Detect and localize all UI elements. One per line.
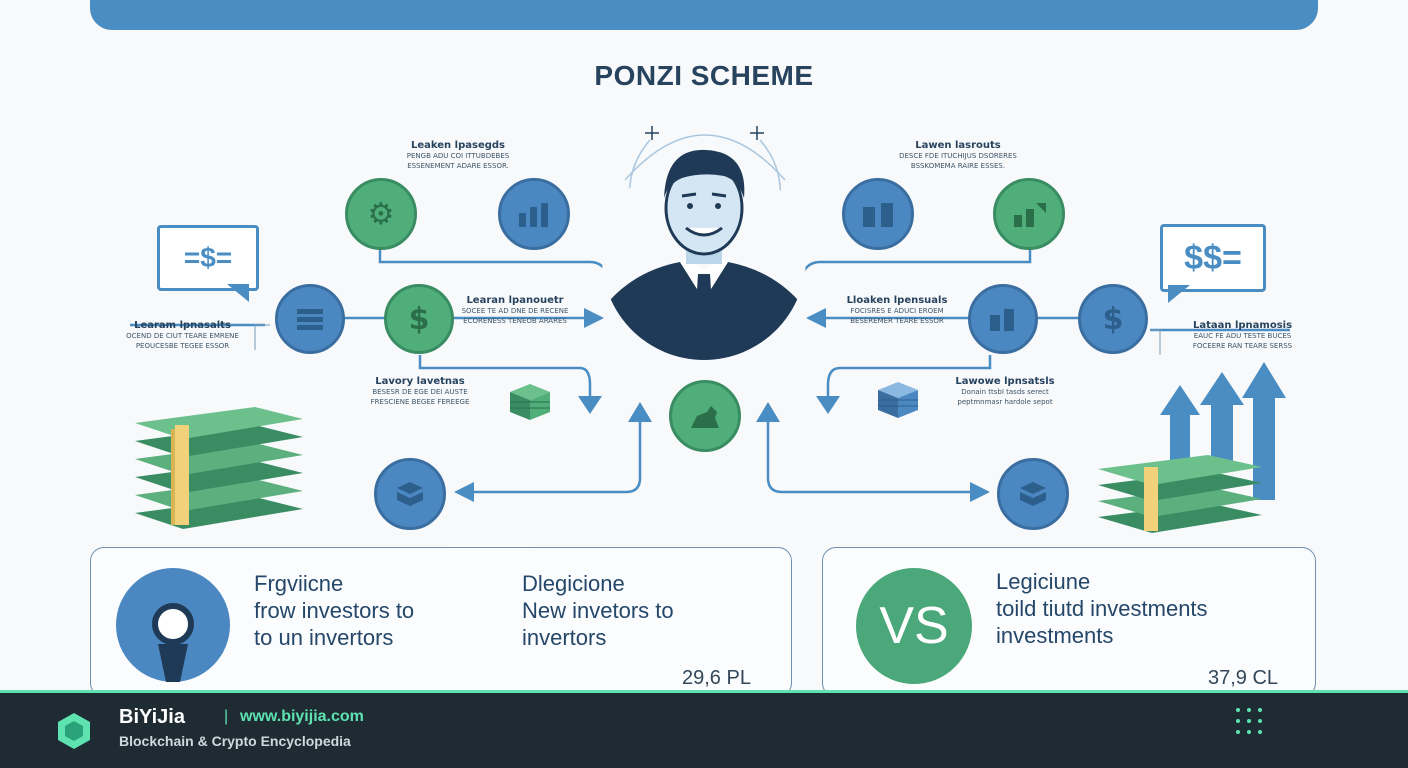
footer-accent-line — [0, 690, 1408, 693]
card-left-number: 29,6 PL — [682, 667, 751, 689]
person-icon — [691, 406, 719, 428]
chart-node — [842, 178, 914, 250]
label-heading: Learan lpanouetr — [466, 295, 564, 306]
gear-node: ⚙ — [345, 178, 417, 250]
chart-node — [968, 284, 1038, 354]
label-far-left: Learam lpnasalts OCEND DE CIUT TEARE EMR… — [110, 320, 255, 351]
dollar-node: $ — [1078, 284, 1148, 354]
label-heading: Learam lpnasalts — [134, 320, 231, 331]
card-left-text: Frgviicne frow investors to to un invert… — [254, 571, 415, 650]
label-heading: Lloaken lpensuals — [846, 295, 948, 306]
label-line: OCEND DE CIUT TEARE EMRENE — [126, 332, 239, 340]
label-heading: Lataan lpnamosis — [1192, 320, 1293, 331]
dollar-icon: $ — [1102, 301, 1124, 337]
label-low-left: Lavory lavetnas BESESR DE EGE DEI AUSTE … — [350, 376, 490, 407]
chart-node — [498, 178, 570, 250]
label-heading: Lavory lavetnas — [375, 376, 465, 387]
label-line: DESCE FDE ITUCHIJUS DSORERES — [899, 152, 1017, 160]
grid-dots-icon[interactable] — [1236, 708, 1264, 736]
chart-icon — [863, 203, 893, 227]
dollar-speech-bubble: =$= — [157, 225, 259, 291]
cube-icon — [510, 384, 550, 420]
label-line: BESEREMER TEARE ESSOR — [850, 317, 944, 325]
label-line: ECORENESS TENEOB ARARES — [463, 317, 567, 325]
label-heading: Lawen lasrouts — [915, 140, 1001, 151]
center-node — [669, 380, 741, 452]
chart-icon — [1014, 203, 1046, 227]
label-line: BSSKOMEMA RAIRE ESSES. — [910, 162, 1006, 170]
footer-url-link[interactable]: www.biyijia.com — [240, 708, 364, 725]
bubble-tail — [1168, 285, 1190, 303]
database-icon — [1020, 482, 1046, 506]
label-line: Donain ttsbI tasds serect — [961, 388, 1049, 396]
label-mid-left: Learan lpanouetr SOCEE TE AD DNE DE RECE… — [440, 295, 590, 326]
vs-badge: VS — [856, 568, 972, 684]
chart-icon — [519, 203, 548, 227]
card-right-number: 37,9 CL — [1208, 667, 1279, 689]
database-node — [997, 458, 1069, 530]
top-banner — [90, 0, 1318, 30]
label-line: peptmnmasr hardole sepot — [957, 398, 1053, 406]
label-line: EAUC FE ADU TESTE BUCES — [1193, 332, 1292, 340]
cash-stack-icon — [135, 407, 303, 529]
brand-logo-icon — [58, 713, 90, 749]
label-heading: Lawowe lpnsatsls — [955, 376, 1055, 387]
dollar-icon: $ — [408, 301, 430, 337]
label-line: FRESCIENE BEGEE FEREEGE — [370, 398, 470, 406]
map-pin-icon — [116, 568, 230, 682]
label-heading: Leaken lpasegds — [410, 140, 505, 151]
chart-icon — [990, 309, 1014, 331]
label-top-right: Lawen lasrouts DESCE FDE ITUCHIJUS DSORE… — [878, 140, 1038, 171]
label-line: SOCEE TE AD DNE DE RECENE — [461, 307, 569, 315]
label-mid-right: Lloaken lpensuals FOCISRES E ADUCI EROEM… — [822, 295, 972, 326]
label-low-right: Lawowe lpnsatsls Donain ttsbI tasds sere… — [935, 376, 1075, 407]
card-right-text: Legiciune toild tiutd investments invest… — [996, 569, 1208, 648]
database-icon — [397, 482, 423, 506]
footer-bar — [0, 690, 1408, 768]
bubble-text: =$= — [183, 242, 233, 273]
bubble-tail — [227, 284, 249, 302]
label-line: PENGB ADU COI ITTUBDEBES — [406, 152, 510, 160]
label-line: BESESR DE EGE DEI AUSTE — [372, 388, 468, 396]
person-icon — [602, 149, 806, 360]
vs-badge-text: VS — [879, 597, 949, 655]
database-node — [374, 458, 446, 530]
dollar-speech-bubble: $$= — [1160, 224, 1266, 292]
chart-node — [993, 178, 1065, 250]
dollar-node: $ — [384, 284, 454, 354]
database-node — [275, 284, 345, 354]
database-icon — [297, 309, 323, 330]
cash-stack-icon — [1098, 455, 1262, 533]
brand-name: BiYiJia — [119, 706, 185, 728]
label-line: FOCEERE RAN TEARE SERSS — [1192, 342, 1293, 350]
gear-icon: ⚙ — [367, 196, 395, 232]
page-title: PONZI SCHEME — [594, 60, 814, 91]
footer-separator: | — [224, 708, 229, 725]
label-top-left: Leaken lpasegds PENGB ADU COI ITTUBDEBES… — [378, 140, 538, 171]
cube-icon — [878, 382, 918, 418]
label-line: PEOUCESBE TEGEE ESSOR — [135, 342, 230, 350]
bubble-text: $$= — [1184, 238, 1242, 277]
brand-subtitle: Blockchain & Crypto Encyclopedia — [119, 733, 351, 749]
label-far-right: Lataan lpnamosis EAUC FE ADU TESTE BUCES… — [1170, 320, 1315, 351]
card-middle-text: Dlegicione New invetors to invertors — [522, 571, 674, 650]
label-line: ESSENEMENT ADARE ESSOR. — [407, 162, 509, 170]
label-line: FOCISRES E ADUCI EROEM — [850, 307, 944, 315]
